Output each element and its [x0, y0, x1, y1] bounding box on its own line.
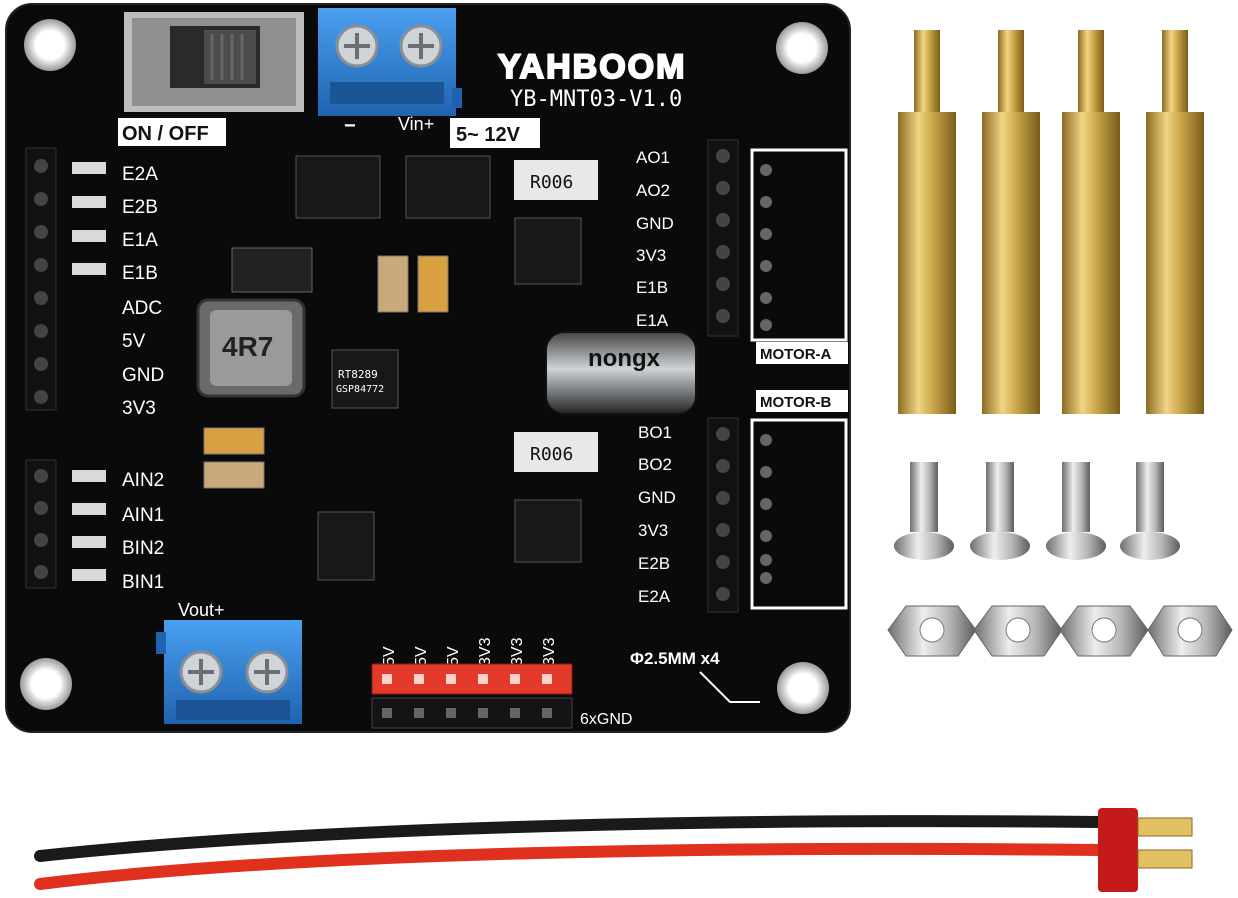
- motor-b-pin-label: GND: [638, 488, 676, 507]
- left-pin-labels: E2A E2B E1A E1B ADC 5V GND 3V3: [122, 164, 164, 419]
- left-header[interactable]: [25, 147, 57, 411]
- ic-chip-bottom: [514, 499, 582, 563]
- vout-label: Vout+: [178, 600, 225, 620]
- screw: [1120, 462, 1180, 560]
- motor-b-pin-label: E2A: [638, 587, 671, 606]
- ground-header[interactable]: [371, 697, 573, 729]
- mount-hole-br: [777, 662, 829, 714]
- pin-label: ADC: [122, 298, 162, 319]
- motor-b-pin-label: E2B: [638, 554, 670, 573]
- gnd-label: 6xGND: [580, 711, 632, 728]
- power-switch-label: ON / OFF: [122, 123, 209, 145]
- brand-logo: YAHBOOM: [498, 48, 686, 86]
- output-terminal-block[interactable]: [156, 620, 302, 724]
- input-pin-label: BIN2: [122, 538, 164, 559]
- motor-a-pin-label: 3V3: [636, 246, 666, 265]
- mount-hole-tl: [24, 19, 76, 71]
- input-terminal-block[interactable]: [318, 8, 462, 116]
- diode-chip: [317, 511, 375, 581]
- motor-b-connector[interactable]: [750, 418, 848, 610]
- pin-label: GND: [122, 365, 164, 386]
- mount-hole-bl: [20, 658, 72, 710]
- power-cable: [34, 808, 1193, 892]
- input-pin-label: BIN1: [122, 572, 164, 593]
- standoff: [982, 30, 1040, 414]
- input-header[interactable]: [25, 459, 57, 589]
- resistor-bottom-mark: R006: [530, 444, 573, 465]
- pin-label: E1A: [122, 230, 158, 251]
- brass-standoffs: [898, 30, 1204, 414]
- nut: [1059, 605, 1149, 657]
- motor-b-pin-label: 3V3: [638, 521, 668, 540]
- motor-b-label: MOTOR-B: [760, 394, 832, 411]
- regulator-chip: [331, 349, 399, 409]
- electrolytic-capacitor: [545, 331, 697, 415]
- screw: [970, 462, 1030, 560]
- power-header-label: 5V: [413, 646, 430, 666]
- power-header-label: 3V3: [541, 637, 558, 666]
- power-switch[interactable]: [124, 12, 304, 112]
- screw: [1046, 462, 1106, 560]
- vin-plus-label: Vin+: [398, 114, 434, 134]
- power-header-label: 3V3: [509, 637, 526, 666]
- motor-a-pin-label: AO2: [636, 181, 670, 200]
- regulator-mark: RT8289: [338, 368, 378, 381]
- capacitor-brand: nongx: [588, 345, 661, 372]
- power-header-red[interactable]: [371, 663, 573, 695]
- vin-minus-label: −: [344, 115, 356, 137]
- power-header-label: 3V3: [477, 637, 494, 666]
- voltage-range-label: 5~ 12V: [456, 124, 521, 146]
- pin-label: E2A: [122, 164, 158, 185]
- resistor-top-mark: R006: [530, 172, 573, 193]
- mount-hole-label: Φ2.5MM x4: [630, 649, 720, 668]
- motor-b-header[interactable]: [707, 417, 739, 613]
- motor-a-pin-label: E1B: [636, 278, 668, 297]
- inductor-mark: 4R7: [222, 331, 273, 362]
- regulator-code: GSP84772: [336, 384, 384, 395]
- mount-hole-tr: [776, 22, 828, 74]
- screw: [894, 462, 954, 560]
- smd-capacitors: [203, 247, 449, 489]
- input-pin-label: AIN1: [122, 505, 164, 526]
- nut: [1147, 605, 1233, 657]
- inductor: [196, 298, 306, 398]
- standoff: [1062, 30, 1120, 414]
- motor-a-pin-label: E1A: [636, 311, 669, 330]
- motor-a-pin-label: AO1: [636, 148, 670, 167]
- shunt-resistor-bottom: [514, 432, 598, 472]
- pin-label: 3V3: [122, 398, 156, 419]
- nut: [973, 605, 1063, 657]
- standoff: [898, 30, 956, 414]
- standoff: [1146, 30, 1204, 414]
- screws: [894, 462, 1180, 560]
- pin-label: E2B: [122, 197, 158, 218]
- power-header-label: 5V: [381, 646, 398, 666]
- nut: [887, 605, 977, 657]
- motor-a-pin-label: GND: [636, 214, 674, 233]
- ic-chips-top: [295, 155, 598, 285]
- motor-a-label: MOTOR-A: [760, 346, 832, 363]
- input-pin-label: AIN2: [122, 470, 164, 491]
- smd-resistors-left: [72, 162, 106, 275]
- board-model: YB-MNT03-V1.0: [510, 87, 682, 112]
- motor-a-header[interactable]: [707, 139, 739, 337]
- pcb-board: ON / OFF − Vin+ 5~ 12V YAHBOOM YB-MNT03-…: [5, 3, 851, 733]
- pin-label: 5V: [122, 331, 146, 352]
- nuts: [887, 605, 1233, 657]
- t-plug-connector: [1098, 808, 1193, 892]
- smd-resistors-input: [72, 470, 106, 581]
- motor-b-pin-label: BO2: [638, 455, 672, 474]
- pin-label: E1B: [122, 263, 158, 284]
- power-header-label: 5V: [445, 646, 462, 666]
- motor-b-pin-label: BO1: [638, 423, 672, 442]
- motor-a-connector[interactable]: [750, 148, 848, 342]
